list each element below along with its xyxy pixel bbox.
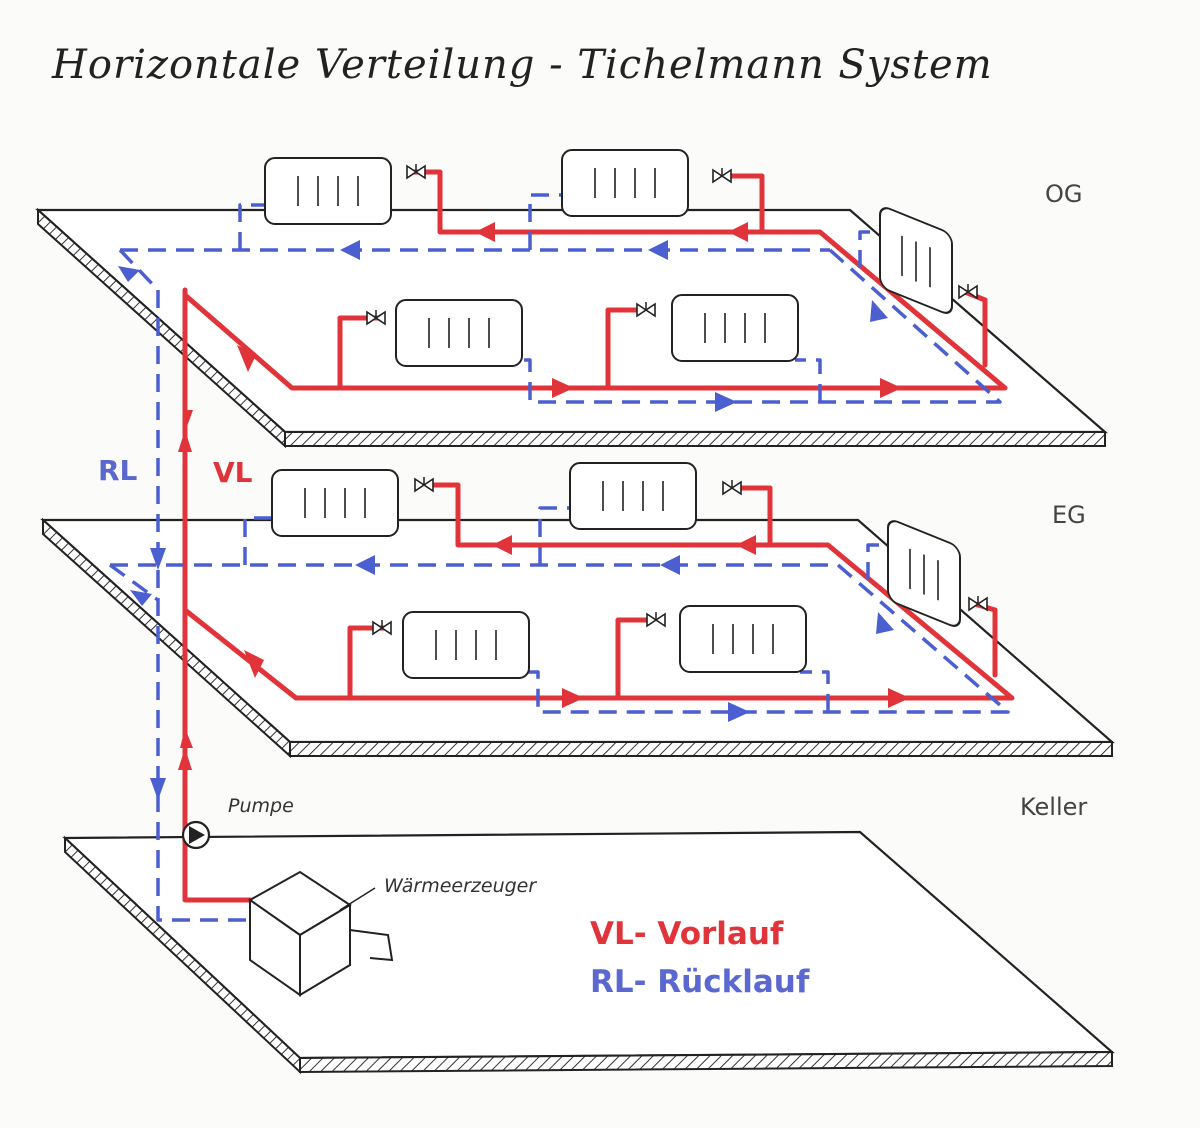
eg-valve-1	[414, 476, 434, 492]
waermeerzeuger-box	[248, 870, 394, 997]
eg-arrows	[130, 535, 910, 800]
og-radiator-1	[264, 157, 392, 225]
riser-arrows	[178, 430, 192, 770]
eg-radiator-1	[271, 469, 399, 537]
pump-icon	[181, 820, 211, 850]
keller-slab	[62, 830, 1115, 1075]
pump-label: Pumpe	[228, 795, 294, 817]
og-radiator-5	[879, 207, 953, 314]
eg-piping	[110, 482, 1015, 714]
legend-rl: RL- Rücklauf	[590, 964, 810, 1000]
og-radiator-3	[395, 299, 523, 367]
eg-radiator-5	[887, 520, 961, 627]
floor-label-keller: Keller	[1020, 793, 1087, 821]
og-arrows	[118, 222, 902, 432]
og-valve-5	[958, 283, 978, 299]
og-valve-1	[406, 163, 426, 179]
eg-valve-5	[968, 595, 988, 611]
eg-slab	[40, 517, 1115, 759]
return-riser	[108, 248, 250, 922]
og-slab	[35, 207, 1108, 449]
eg-radiator-4	[679, 605, 807, 673]
eg-radiator-3	[402, 611, 530, 679]
og-valve-2	[712, 167, 732, 183]
floor-label-eg: EG	[1052, 501, 1086, 529]
legend-vl: VL- Vorlauf	[590, 916, 784, 952]
og-radiator-2	[561, 149, 689, 217]
diagram-title: Horizontale Verteilung - Tichelmann Syst…	[51, 42, 993, 88]
floor-label-og: OG	[1045, 180, 1083, 208]
eg-radiator-2	[569, 462, 697, 530]
riser-label-rl: RL	[98, 454, 138, 487]
waermeerzeuger-label: Wärmeerzeuger	[384, 875, 537, 897]
eg-valve-2	[722, 479, 742, 495]
og-radiator-4	[671, 294, 799, 362]
og-piping	[120, 169, 1008, 404]
riser-label-vl: VL	[213, 456, 253, 489]
